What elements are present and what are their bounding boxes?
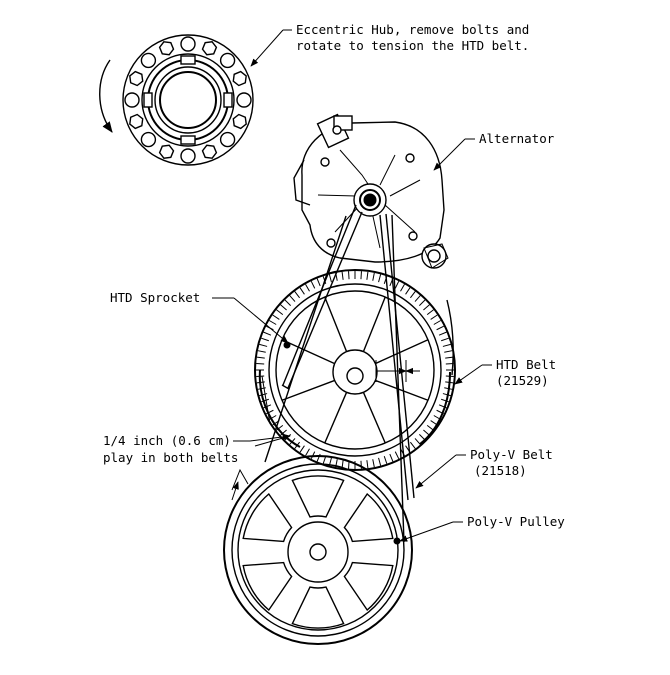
htd-belt xyxy=(258,299,454,448)
polyv-belt xyxy=(264,204,415,543)
alternator-label: Alternator xyxy=(479,131,555,146)
belt-play-marks xyxy=(231,435,291,501)
eccentric-hub-label-line1: Eccentric Hub, remove bolts and xyxy=(296,22,529,37)
polyv-belt-label-line1: Poly-V Belt xyxy=(470,447,553,462)
leader-lines xyxy=(212,29,492,542)
htd-belt-label-line2: (21529) xyxy=(496,373,549,388)
polyv-pulley xyxy=(223,455,413,645)
hub-bolt-holes xyxy=(124,36,252,164)
play-label-line2: play in both belts xyxy=(103,450,238,465)
rotation-arrow-icon xyxy=(99,59,113,133)
htd-sprocket-label: HTD Sprocket xyxy=(110,290,200,305)
htd-belt-label-line1: HTD Belt xyxy=(496,357,556,372)
eccentric-hub-label-line2: rotate to tension the HTD belt. xyxy=(296,38,529,53)
play-label-line1: 1/4 inch (0.6 cm) xyxy=(103,433,231,448)
polyv-pulley-label: Poly-V Pulley xyxy=(467,514,565,529)
eccentric-hub xyxy=(122,34,254,166)
alternator xyxy=(293,113,449,269)
polyv-belt-label-line2: (21518) xyxy=(474,463,527,478)
clearance-marker xyxy=(375,360,420,382)
